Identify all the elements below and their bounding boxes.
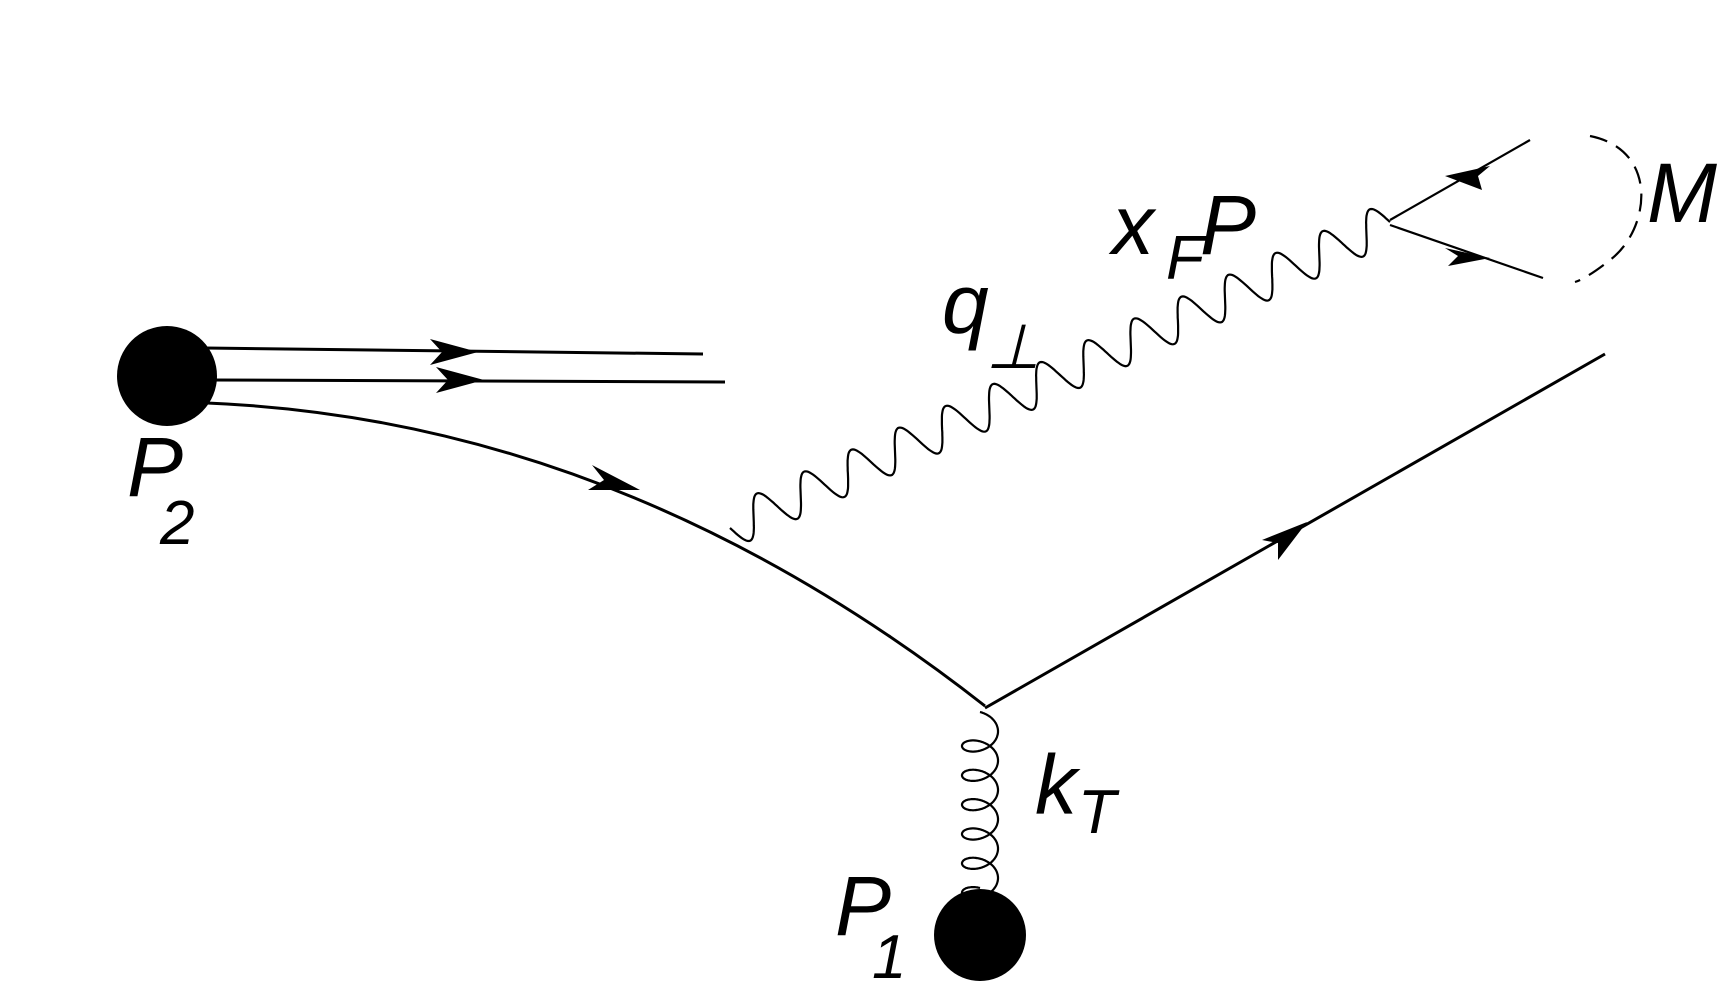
label-p1-subscript: 1 — [872, 923, 906, 984]
spectator-arrow-upper — [430, 339, 478, 365]
label-q: q — [942, 257, 989, 351]
lepton-arrow-incoming — [1445, 166, 1490, 190]
incoming-quark-line — [206, 401, 986, 708]
outgoing-quark-arrow — [1262, 522, 1307, 560]
label-x-p: P — [1200, 178, 1256, 272]
virtual-photon-wavy-line — [729, 207, 1391, 543]
proton-p1-blob — [934, 889, 1026, 981]
label-p1: P — [835, 859, 891, 953]
label-x: x — [1108, 178, 1157, 272]
label-m: M — [1647, 146, 1717, 240]
label-p2: P — [127, 420, 183, 514]
lepton-line-outgoing — [1389, 223, 1544, 280]
proton-p2-blob — [117, 326, 217, 426]
label-p2-subscript: 2 — [159, 489, 194, 558]
label-q-subscript: ⊥ — [986, 313, 1040, 382]
label-x-subscript: F — [1166, 224, 1207, 293]
meson-dashed-loop — [1574, 134, 1643, 284]
gluon-curly-line — [960, 710, 1000, 900]
spectator-arrow-lower — [436, 367, 484, 393]
label-k: k — [1035, 738, 1081, 832]
incoming-quark-arrow — [588, 465, 640, 490]
label-k-subscript: T — [1078, 778, 1120, 847]
lepton-arrow-outgoing — [1445, 248, 1490, 266]
